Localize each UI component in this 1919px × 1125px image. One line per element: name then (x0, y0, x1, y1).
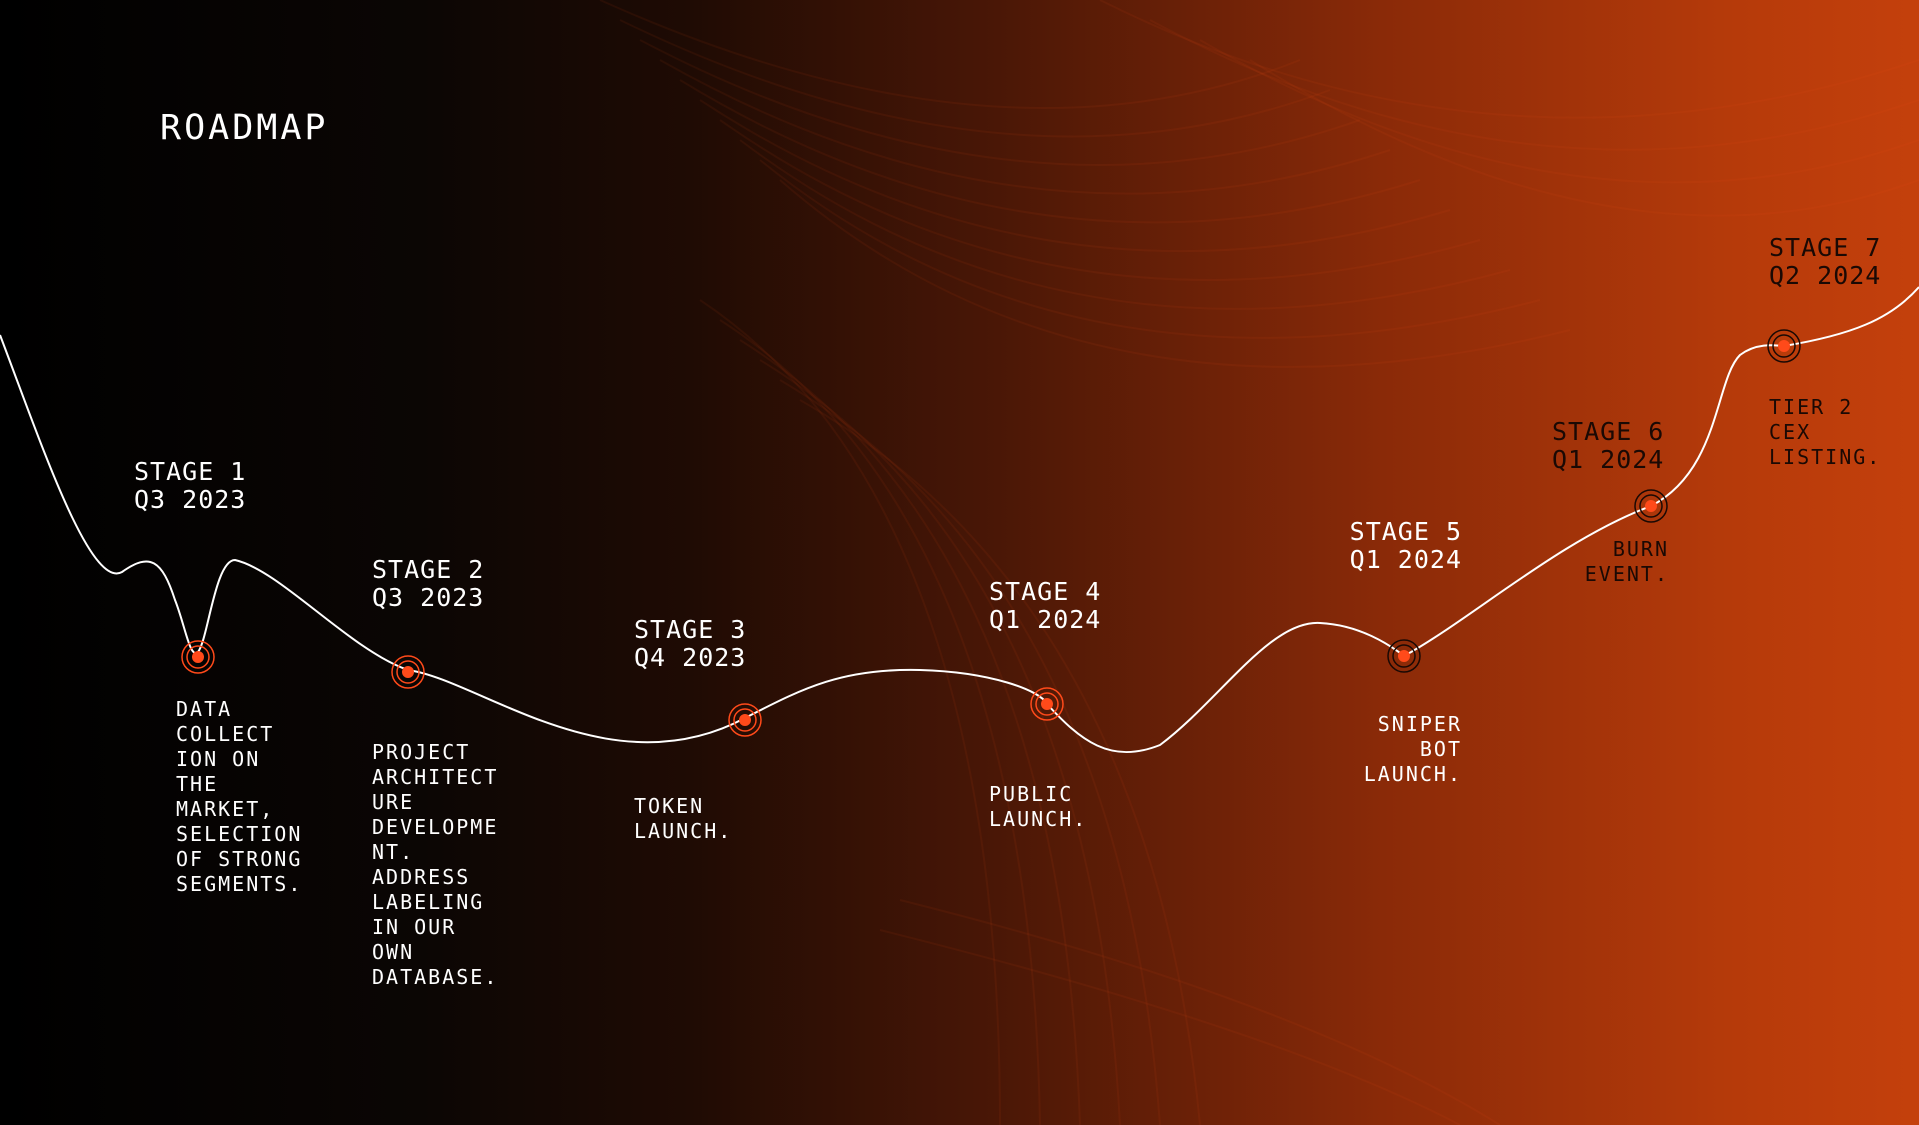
stage-2-period: Q3 2023 (372, 583, 485, 612)
desc-line: BOT (1419, 737, 1462, 761)
stage-7-heading: STAGE 7 Q2 2024 (1769, 234, 1881, 290)
desc-line: COLLECT (176, 722, 275, 746)
stage-6-period: Q1 2024 (1552, 445, 1665, 474)
desc-line: SELECTION (176, 822, 303, 846)
stage-5-description: SNIPER BOT LAUNCH. (1364, 712, 1462, 787)
stage-3-marker (728, 703, 762, 737)
stage-3-title: STAGE 3 (634, 615, 747, 644)
desc-line: DATA (176, 697, 233, 721)
stage-1-marker (181, 640, 215, 674)
desc-line: CEX (1769, 420, 1812, 444)
stage-5-title: STAGE 5 (1349, 517, 1462, 546)
stage-6-heading: STAGE 6 Q1 2024 (1552, 418, 1664, 474)
stage-1-title: STAGE 1 (134, 457, 247, 486)
stage-6-description: BURN EVENT. (1585, 537, 1669, 587)
stage-4-marker (1030, 687, 1064, 721)
desc-line: THE (176, 772, 219, 796)
desc-line: BURN (1612, 537, 1669, 561)
desc-line: LISTING. (1769, 445, 1882, 469)
stage-2-description: PROJECT ARCHITECT URE DEVELOPME NT. ADDR… (372, 740, 498, 990)
desc-line: LAUNCH. (1363, 762, 1462, 786)
desc-line: LABELING (372, 890, 485, 914)
stage-3-description: TOKEN LAUNCH. (634, 794, 732, 844)
stage-4-heading: STAGE 4 Q1 2024 (989, 578, 1101, 634)
desc-line: OF STRONG (176, 847, 303, 871)
stage-4-description: PUBLIC LAUNCH. (989, 782, 1087, 832)
stage-7-description: TIER 2 CEX LISTING. (1769, 395, 1881, 470)
desc-line: PROJECT (372, 740, 471, 764)
desc-line: LAUNCH. (989, 807, 1088, 831)
desc-line: TOKEN (634, 794, 705, 818)
stage-markers (181, 329, 1801, 737)
stage-5-period: Q1 2024 (1349, 545, 1462, 574)
desc-line: EVENT. (1584, 562, 1669, 586)
stage-3-heading: STAGE 3 Q4 2023 (634, 616, 746, 672)
stage-7-period: Q2 2024 (1769, 261, 1882, 290)
stage-2-marker (391, 655, 425, 689)
desc-line: NT. (372, 840, 415, 864)
desc-line: ION ON (176, 747, 261, 771)
desc-line: DATABASE. (372, 965, 499, 989)
desc-line: PUBLIC (989, 782, 1074, 806)
desc-line: MARKET, (176, 797, 275, 821)
stage-2-heading: STAGE 2 Q3 2023 (372, 556, 484, 612)
stage-3-period: Q4 2023 (634, 643, 747, 672)
background-wave-pattern (599, 0, 1919, 1125)
stage-5-heading: STAGE 5 Q1 2024 (1350, 518, 1462, 574)
stage-7-title: STAGE 7 (1769, 233, 1882, 262)
stage-1-period: Q3 2023 (134, 485, 247, 514)
desc-line: SNIPER (1377, 712, 1462, 736)
desc-line: SEGMENTS. (176, 872, 303, 896)
desc-line: OWN (372, 940, 415, 964)
stage-4-title: STAGE 4 (989, 577, 1102, 606)
stage-7-marker (1767, 329, 1801, 363)
roadmap-route-line (0, 286, 1919, 754)
stage-1-description: DATA COLLECT ION ON THE MARKET, SELECTIO… (176, 697, 302, 897)
stage-2-title: STAGE 2 (372, 555, 485, 584)
desc-line: IN OUR (372, 915, 457, 939)
stage-6-title: STAGE 6 (1552, 417, 1665, 446)
desc-line: URE (372, 790, 415, 814)
desc-line: ARCHITECT (372, 765, 499, 789)
stage-5-marker (1387, 639, 1421, 673)
page-title: ROADMAP (160, 108, 329, 148)
desc-line: DEVELOPME (372, 815, 499, 839)
desc-line: LAUNCH. (634, 819, 733, 843)
stage-1-heading: STAGE 1 Q3 2023 (134, 458, 246, 514)
stage-6-marker (1634, 489, 1668, 523)
desc-line: TIER 2 (1769, 395, 1854, 419)
stage-4-period: Q1 2024 (989, 605, 1102, 634)
desc-line: ADDRESS (372, 865, 471, 889)
